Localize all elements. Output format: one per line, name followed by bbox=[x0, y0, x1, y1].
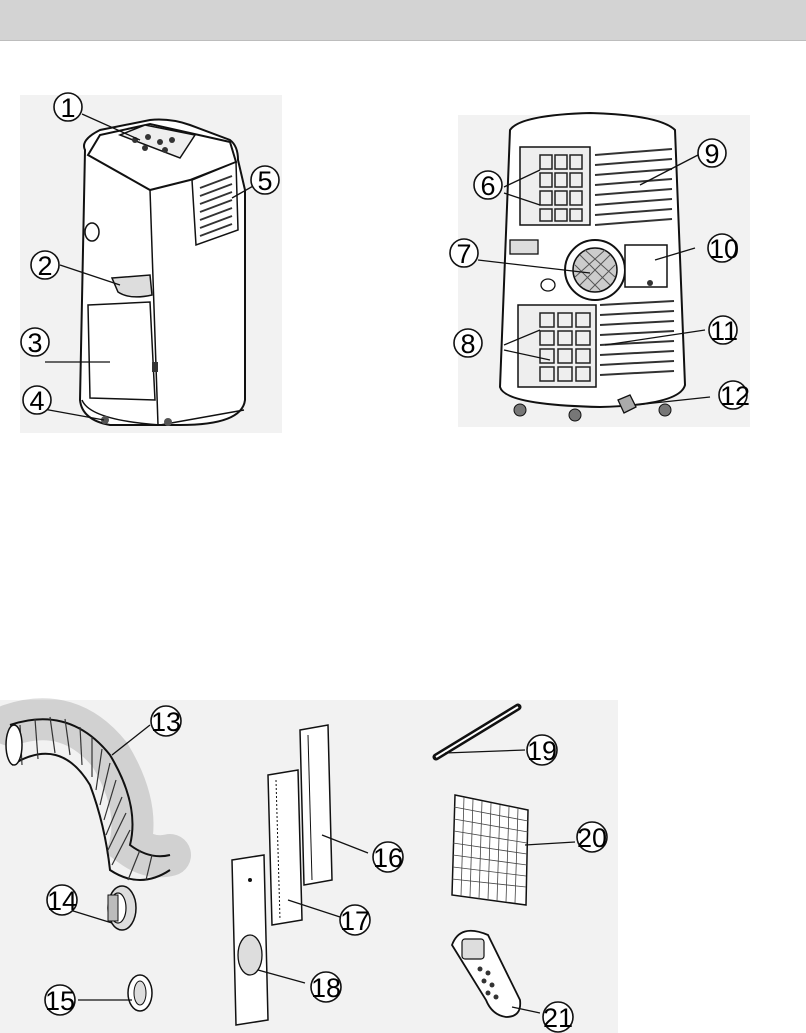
filter-mesh bbox=[452, 795, 528, 905]
callout-14: 14 bbox=[47, 886, 77, 916]
callout-18: 18 bbox=[311, 973, 341, 1003]
callout-3: 3 bbox=[27, 328, 42, 358]
callout-11: 11 bbox=[710, 316, 738, 346]
callout-2: 2 bbox=[37, 251, 52, 281]
callout-21: 21 bbox=[543, 1003, 573, 1033]
callout-17: 17 bbox=[340, 906, 370, 936]
callout-5: 5 bbox=[257, 166, 272, 196]
callout-10: 10 bbox=[709, 234, 739, 264]
accessories-drawing: 13 14 15 16 17 18 19 20 21 bbox=[0, 695, 806, 1033]
callout-19: 19 bbox=[527, 736, 557, 766]
callout-13: 13 bbox=[151, 707, 181, 737]
accessories-figure: 13 14 15 16 17 18 19 20 21 bbox=[0, 695, 806, 1033]
callout-1: 1 bbox=[60, 93, 75, 123]
callout-8: 8 bbox=[460, 329, 475, 359]
callout-7: 7 bbox=[456, 239, 471, 269]
callout-12: 12 bbox=[720, 381, 750, 411]
front-view-figure: 1 5 2 3 4 bbox=[0, 80, 300, 440]
callout-9: 9 bbox=[704, 139, 719, 169]
callout-6: 6 bbox=[480, 171, 495, 201]
header-bar bbox=[0, 0, 806, 41]
callout-4: 4 bbox=[29, 386, 44, 416]
front-view-drawing: 1 5 2 3 4 bbox=[0, 80, 300, 440]
callout-20: 20 bbox=[577, 823, 607, 853]
rear-view-drawing: 6 9 7 10 8 11 12 bbox=[440, 105, 806, 430]
rear-view-figure: 6 9 7 10 8 11 12 bbox=[440, 105, 806, 430]
callout-16: 16 bbox=[373, 843, 403, 873]
callout-15: 15 bbox=[45, 986, 75, 1016]
